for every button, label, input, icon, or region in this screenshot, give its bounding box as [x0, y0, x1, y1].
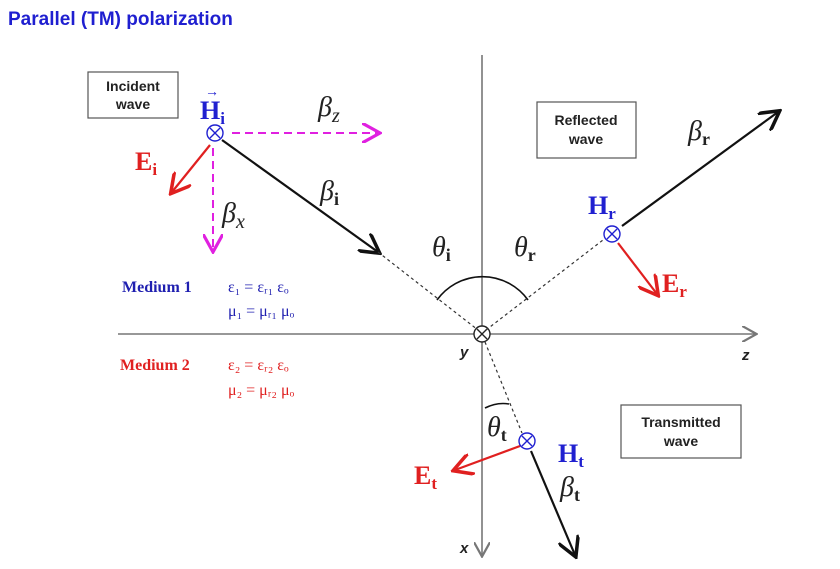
svg-text:Reflected: Reflected: [554, 112, 617, 128]
transmitted-ray-dashed: [484, 341, 523, 434]
svg-text:wave: wave: [568, 131, 603, 147]
y-axis-label: y: [459, 344, 469, 361]
svg-text:wave: wave: [115, 96, 150, 112]
h-r-label: Hr: [588, 191, 616, 223]
medium-2-label: Medium 2: [120, 357, 190, 374]
beta-i-label: βi: [319, 176, 339, 209]
incident-wave-box: Incident wave: [87, 71, 179, 119]
beta-z-label: βz: [317, 92, 340, 127]
h-i-label: Hi: [200, 96, 225, 128]
beta-t-arrow: [529, 450, 575, 555]
beta-i-arrow: [221, 139, 378, 252]
h-t-into-page-icon: [518, 432, 536, 450]
z-axis-label: z: [741, 347, 750, 364]
h-t-label: Ht: [558, 439, 584, 471]
diagram-title: Parallel (TM) polarization: [8, 9, 233, 30]
e-i-label: Ei: [135, 147, 157, 179]
e-r-label: Er: [662, 269, 687, 301]
theta-t-arc: [484, 402, 510, 409]
transmitted-wave-box: Transmitted wave: [620, 404, 742, 459]
h-i-vector-arrow: →: [205, 85, 219, 100]
h-i-into-page-icon: [206, 124, 224, 142]
svg-text:Transmitted: Transmitted: [641, 414, 720, 430]
reflected-ray-dashed: [485, 239, 604, 331]
medium-2-epsilon: ε₂ = εᵣ₂ εₒ: [228, 357, 289, 374]
e-r-arrow: [617, 242, 657, 294]
svg-text:wave: wave: [663, 433, 698, 449]
svg-text:Incident: Incident: [106, 78, 160, 94]
beta-r-label: βr: [687, 116, 710, 149]
theta-t-label: θt: [487, 412, 507, 445]
medium-2-mu: μ₂ = μᵣ₂ μₒ: [228, 382, 295, 399]
medium-1-label: Medium 1: [122, 279, 192, 296]
beta-r-arrow: [621, 112, 778, 227]
e-t-label: Et: [414, 461, 437, 493]
incident-ray-extension: [377, 251, 479, 331]
theta-i-label: θi: [432, 232, 451, 265]
e-i-arrow: [172, 144, 211, 192]
h-r-into-page-icon: [603, 225, 621, 243]
medium-1-epsilon: ε₁ = εᵣ₁ εₒ: [228, 279, 289, 296]
e-t-arrow: [455, 444, 521, 470]
beta-t-label: βt: [559, 472, 580, 505]
x-axis-label: x: [459, 540, 469, 557]
medium-1-mu: μ₁ = μᵣ₁ μₒ: [228, 303, 295, 320]
theta-arc: [436, 275, 529, 301]
theta-r-label: θr: [514, 232, 536, 265]
beta-x-label: βx: [221, 198, 245, 233]
reflected-wave-box: Reflected wave: [536, 101, 637, 159]
